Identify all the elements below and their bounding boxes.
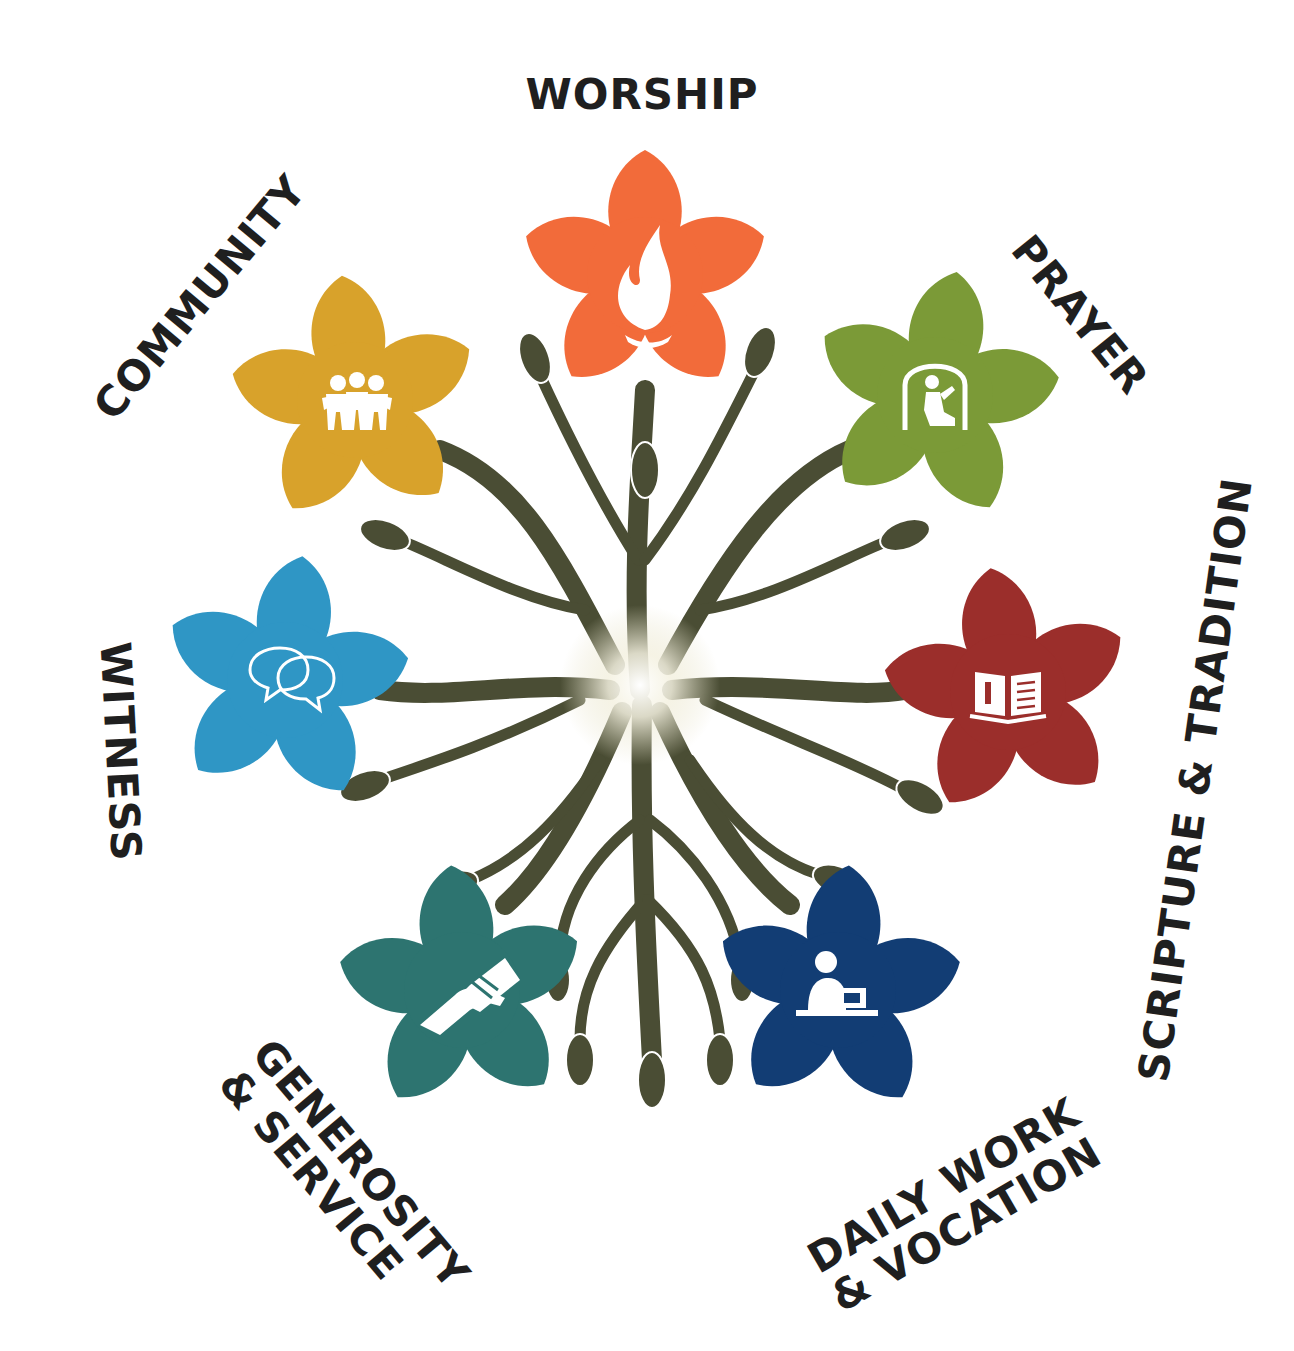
twig bbox=[400, 540, 585, 610]
vocation-flower bbox=[698, 854, 979, 1123]
center-glow bbox=[560, 605, 720, 765]
practice-label: GENEROSITY & SERVICE bbox=[209, 1030, 447, 1289]
twig bbox=[645, 370, 755, 560]
practice-label: DAILY WORK & VOCATION bbox=[799, 1089, 1111, 1322]
praying-figure bbox=[924, 375, 955, 426]
laptop-icon bbox=[796, 951, 878, 1016]
hands-icon bbox=[420, 958, 520, 1035]
worship-flower bbox=[515, 150, 775, 398]
twig bbox=[380, 700, 580, 780]
leaf bbox=[513, 329, 557, 387]
twig bbox=[470, 760, 600, 880]
leaf bbox=[876, 513, 934, 557]
practice-label: SCRIPTURE & TRADITION bbox=[1130, 474, 1260, 1085]
book-icon bbox=[970, 672, 1046, 722]
witness-flower bbox=[139, 538, 431, 820]
service-flower bbox=[321, 854, 602, 1123]
people-icon bbox=[322, 372, 392, 430]
speech-bubbles-icon bbox=[250, 648, 334, 710]
root bbox=[580, 900, 645, 1040]
twig bbox=[690, 760, 820, 875]
practice-label: WITNESS bbox=[92, 639, 149, 864]
leaf bbox=[738, 323, 782, 381]
community-flower bbox=[212, 262, 497, 536]
leaf bbox=[638, 1052, 666, 1108]
leaf bbox=[356, 513, 414, 557]
leaf bbox=[631, 442, 659, 498]
practice-label: PRAYER bbox=[1002, 226, 1158, 404]
practice-label: WORSHIP bbox=[524, 72, 760, 117]
twig bbox=[540, 375, 638, 560]
flame-icon bbox=[618, 225, 672, 348]
twig bbox=[700, 540, 890, 610]
leaf bbox=[566, 1034, 594, 1086]
scripture-flower bbox=[862, 550, 1154, 832]
root bbox=[648, 900, 720, 1040]
practice-label: COMMUNITY bbox=[84, 166, 315, 430]
prayer-icon bbox=[905, 366, 965, 430]
leaf bbox=[706, 1034, 734, 1086]
twig bbox=[705, 700, 905, 790]
